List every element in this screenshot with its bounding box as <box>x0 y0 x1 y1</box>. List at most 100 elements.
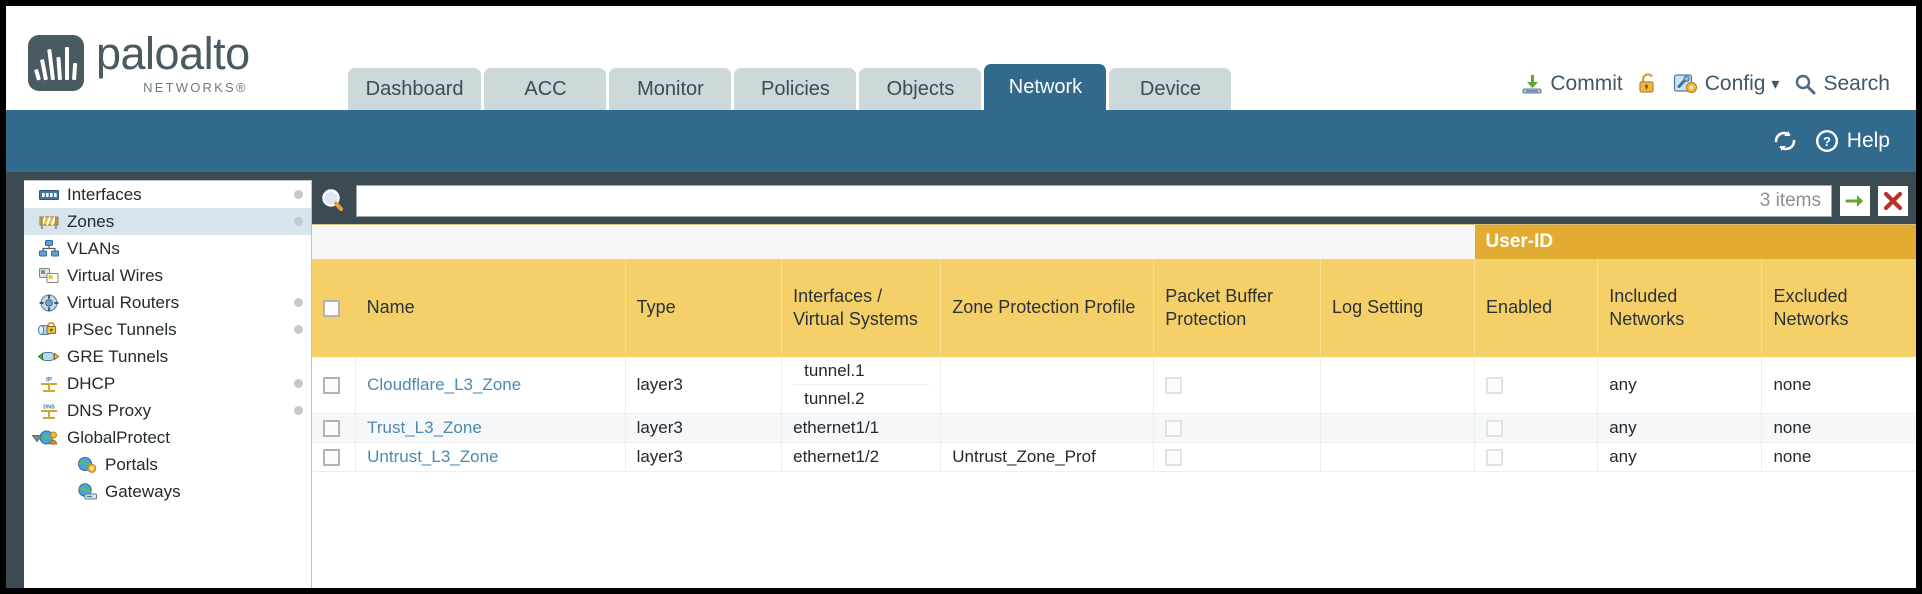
table-row[interactable]: Cloudflare_L3_Zone layer3 tunnel.1 tunne… <box>312 357 1916 414</box>
virtual-wires-icon <box>38 267 59 285</box>
portals-icon <box>76 456 97 474</box>
cell-zone-protection-profile: Untrust_Zone_Prof <box>940 442 1155 472</box>
clear-filter-button[interactable] <box>1878 186 1908 216</box>
cell-zone-protection-profile <box>940 357 1155 414</box>
sidebar-item-label: Interfaces <box>67 184 142 204</box>
cell-userid-enabled <box>1474 413 1599 443</box>
gre-tunnels-icon <box>38 348 59 366</box>
userid-enabled-checkbox[interactable] <box>1486 420 1504 438</box>
help-label: Help <box>1846 129 1890 152</box>
sidebar-item-ipsec-tunnels[interactable]: IPSec Tunnels <box>24 316 311 343</box>
sidebar-item-label: Virtual Wires <box>67 265 164 285</box>
interfaces-icon <box>38 186 59 204</box>
cell-interfaces: ethernet1/1 <box>781 413 942 443</box>
tab-policies[interactable]: Policies <box>734 68 857 110</box>
tab-acc[interactable]: ACC <box>484 68 607 110</box>
sidebar-item-label: Gateways <box>105 481 181 501</box>
zone-name-link[interactable]: Untrust_L3_Zone <box>367 447 499 466</box>
column-header-name[interactable]: Name <box>355 259 626 357</box>
sidebar-item-virtual-wires[interactable]: Virtual Wires <box>24 262 311 289</box>
sidebar-item-zones[interactable]: Zones <box>24 208 311 235</box>
sidebar-item-dns-proxy[interactable]: DNS DNS Proxy <box>24 397 311 424</box>
svg-text:DNS: DNS <box>43 404 55 410</box>
sidebar-item-dhcp[interactable]: IP DHCP <box>24 370 311 397</box>
cell-packet-buffer-protection <box>1153 442 1322 472</box>
row-select-cell <box>312 413 357 443</box>
tab-dashboard[interactable]: Dashboard <box>347 68 482 110</box>
commit-button[interactable]: Commit <box>1520 72 1623 96</box>
column-header-excluded-networks[interactable]: Excluded Networks <box>1761 259 1916 357</box>
chevron-down-icon[interactable] <box>30 431 44 445</box>
sidebar-item-label: Portals <box>105 454 158 474</box>
column-header-log-setting[interactable]: Log Setting <box>1320 259 1476 357</box>
zone-name-link[interactable]: Trust_L3_Zone <box>367 418 482 437</box>
column-header-zone-protection-profile[interactable]: Zone Protection Profile <box>940 259 1155 357</box>
row-select-checkbox[interactable] <box>323 377 340 395</box>
top-action-bar: Commit <box>1520 72 1916 110</box>
globalprotect-icon <box>38 429 59 447</box>
refresh-button[interactable] <box>1772 129 1798 153</box>
item-count-label: 3 items <box>1759 190 1821 211</box>
sidebar-item-globalprotect[interactable]: GlobalProtect <box>24 424 311 451</box>
cell-type: layer3 <box>625 357 783 414</box>
ipsec-tunnels-icon <box>38 321 59 339</box>
sidebar-item-label: VLANs <box>67 238 120 258</box>
help-button[interactable]: ? Help <box>1814 128 1890 154</box>
tab-network[interactable]: Network <box>984 64 1107 110</box>
row-select-checkbox[interactable] <box>323 420 340 438</box>
column-header-included-networks[interactable]: Included Networks <box>1597 259 1763 357</box>
cell-excluded-networks: none <box>1761 442 1916 472</box>
tab-objects[interactable]: Objects <box>859 68 982 110</box>
cell-type: layer3 <box>625 413 783 443</box>
config-menu[interactable]: Config ▾ <box>1673 72 1779 96</box>
cell-log-setting <box>1320 357 1476 414</box>
apply-filter-button[interactable] <box>1840 186 1870 216</box>
refresh-icon <box>1772 129 1798 153</box>
userid-enabled-checkbox[interactable] <box>1486 449 1504 467</box>
table-row[interactable]: Untrust_L3_Zone layer3 ethernet1/2 Untru… <box>312 442 1916 472</box>
column-header-enabled[interactable]: Enabled <box>1474 259 1599 357</box>
lock-button[interactable] <box>1637 72 1659 96</box>
sidebar-item-portals[interactable]: Portals <box>24 451 311 478</box>
select-all-checkbox[interactable] <box>323 300 340 318</box>
commit-icon <box>1520 72 1544 96</box>
sidebar-item-vlans[interactable]: VLANs <box>24 235 311 262</box>
column-header-packet-buffer-protection[interactable]: Packet Buffer Protection <box>1153 259 1322 357</box>
zones-table: User-ID Name Type Interfaces / Virtual S… <box>312 225 1916 472</box>
table-row[interactable]: Trust_L3_Zone layer3 ethernet1/1 <box>312 413 1916 443</box>
sidebar-item-virtual-routers[interactable]: Virtual Routers <box>24 289 311 316</box>
column-header-interfaces[interactable]: Interfaces / Virtual Systems <box>781 259 942 357</box>
row-select-cell <box>312 442 357 472</box>
sidebar-status-dot <box>294 298 303 307</box>
row-select-checkbox[interactable] <box>323 449 340 467</box>
select-all-header <box>312 259 356 357</box>
cell-log-setting <box>1320 413 1476 443</box>
search-button[interactable]: Search <box>1793 72 1890 96</box>
tab-device[interactable]: Device <box>1109 68 1232 110</box>
zones-table-body: Cloudflare_L3_Zone layer3 tunnel.1 tunne… <box>312 357 1916 472</box>
lock-icon <box>1637 72 1659 96</box>
sidebar-status-dot <box>294 406 303 415</box>
vlans-icon <box>38 240 59 258</box>
search-input[interactable] <box>367 191 1752 211</box>
sidebar-item-gre-tunnels[interactable]: GRE Tunnels <box>24 343 311 370</box>
sidebar-item-gateways[interactable]: Gateways <box>24 478 311 505</box>
userid-enabled-checkbox[interactable] <box>1486 377 1504 395</box>
commit-label: Commit <box>1550 72 1623 95</box>
filter-input-wrapper[interactable]: 3 items <box>356 185 1832 217</box>
cell-packet-buffer-protection <box>1153 413 1322 443</box>
tab-monitor[interactable]: Monitor <box>609 68 732 110</box>
table-group-header-row: User-ID <box>312 225 1916 259</box>
column-header-type[interactable]: Type <box>625 259 783 357</box>
packet-buffer-protection-checkbox[interactable] <box>1165 377 1183 395</box>
cell-included-networks: any <box>1597 442 1763 472</box>
zone-name-link[interactable]: Cloudflare_L3_Zone <box>367 375 522 394</box>
search-icon <box>1793 72 1817 96</box>
content-panel: 3 items <box>312 172 1916 588</box>
packet-buffer-protection-checkbox[interactable] <box>1165 449 1183 467</box>
svg-text:IP: IP <box>46 377 52 383</box>
packet-buffer-protection-checkbox[interactable] <box>1165 420 1183 438</box>
sidebar-item-interfaces[interactable]: Interfaces <box>24 181 311 208</box>
help-icon: ? <box>1814 128 1840 154</box>
